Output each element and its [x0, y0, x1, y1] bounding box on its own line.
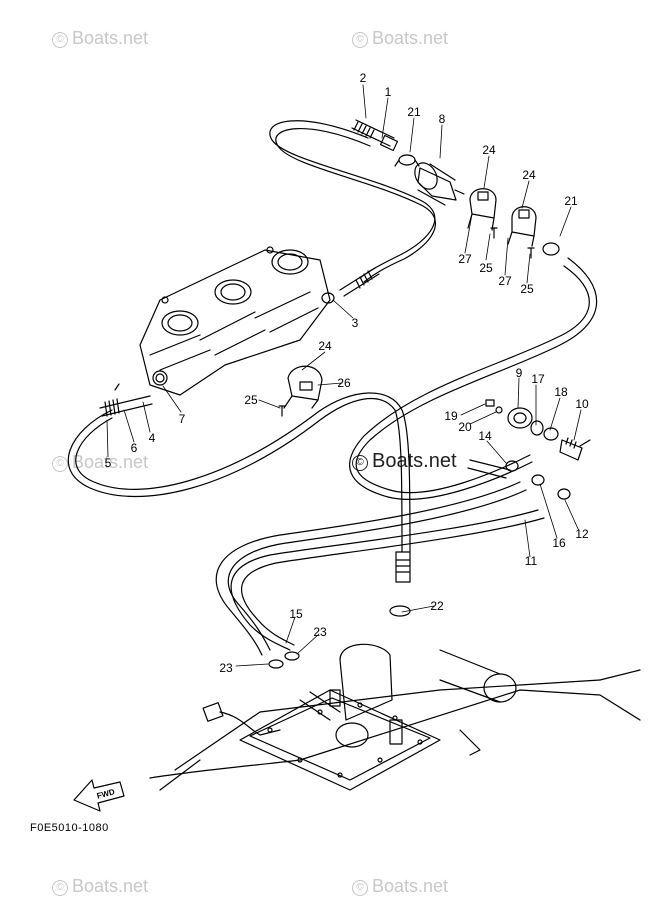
- callout-8: 8: [438, 112, 446, 126]
- fuel-hose-upper: [269, 120, 436, 283]
- callout-22: 22: [430, 599, 444, 613]
- callout-18: 18: [554, 385, 568, 399]
- callout-19: 19: [444, 409, 458, 423]
- bracket-24-right-b: [507, 206, 537, 247]
- callout-2: 2: [359, 71, 367, 85]
- callout-24-top-a: 24: [482, 143, 496, 157]
- fuel-hose-lower: [215, 481, 545, 656]
- callout-11: 11: [524, 554, 538, 568]
- bracket-24-right-a: [467, 188, 497, 231]
- clamp-21-top: [394, 154, 420, 167]
- watermark-mid-left: ©Boats.net: [52, 452, 148, 473]
- callout-12: 12: [575, 527, 589, 541]
- callout-25-b: 25: [520, 282, 534, 296]
- callout-9: 9: [515, 366, 523, 380]
- callout-16: 16: [552, 536, 566, 550]
- bracket-24-26-middle: [278, 365, 323, 417]
- clamp-21-right: [542, 242, 560, 256]
- fuel-hose-left: [67, 392, 411, 553]
- callout-21-right: 21: [564, 194, 578, 208]
- callout-4: 4: [148, 431, 156, 445]
- callout-15: 15: [289, 607, 303, 621]
- callout-20: 20: [458, 420, 472, 434]
- callout-23-right: 23: [313, 625, 327, 639]
- fuel-filter-8: [414, 162, 465, 206]
- bolt-25-right: [490, 227, 535, 259]
- watermark-top-left: ©Boats.net: [52, 28, 148, 49]
- small-hose-parts: [467, 439, 591, 500]
- hose-fitting-3: [321, 267, 380, 304]
- callout-26: 26: [337, 376, 351, 390]
- hose-fitting-5-6: [99, 383, 153, 417]
- sender-connector: [202, 702, 281, 736]
- figure-code: F0E5010-1080: [30, 822, 109, 834]
- watermark-top-right: ©Boats.net: [352, 28, 448, 49]
- watermark-bottom-right: ©Boats.net: [352, 876, 448, 897]
- callout-1: 1: [384, 85, 392, 99]
- watermark-bottom-left: ©Boats.net: [52, 876, 148, 897]
- callout-3: 3: [351, 316, 359, 330]
- callout-10: 10: [575, 397, 589, 411]
- fuel-hose-right: [349, 257, 598, 500]
- clamps-23: [268, 651, 300, 669]
- fwd-arrow-icon: FWD: [73, 779, 125, 812]
- callout-27-a: 27: [458, 252, 472, 266]
- callout-25-a: 25: [479, 261, 493, 275]
- hose-end-22: [389, 551, 411, 617]
- callout-14: 14: [478, 429, 492, 443]
- callout-27-b: 27: [498, 274, 512, 288]
- hose-fitting-1: [351, 119, 399, 152]
- callout-25-c: 25: [244, 393, 258, 407]
- fuel-cock-parts: [485, 399, 583, 461]
- callout-23-left: 23: [219, 661, 233, 675]
- carburetor-assembly: [139, 246, 331, 396]
- callout-17: 17: [531, 372, 545, 386]
- callout-24-top-b: 24: [522, 168, 536, 182]
- fuel-tank: [149, 643, 641, 791]
- callout-6: 6: [130, 441, 138, 455]
- callout-21-top: 21: [407, 105, 421, 119]
- callout-7: 7: [178, 412, 186, 426]
- callout-5: 5: [104, 456, 112, 470]
- callout-24-middle: 24: [318, 339, 332, 353]
- watermark-center: ©Boats.net: [352, 450, 457, 473]
